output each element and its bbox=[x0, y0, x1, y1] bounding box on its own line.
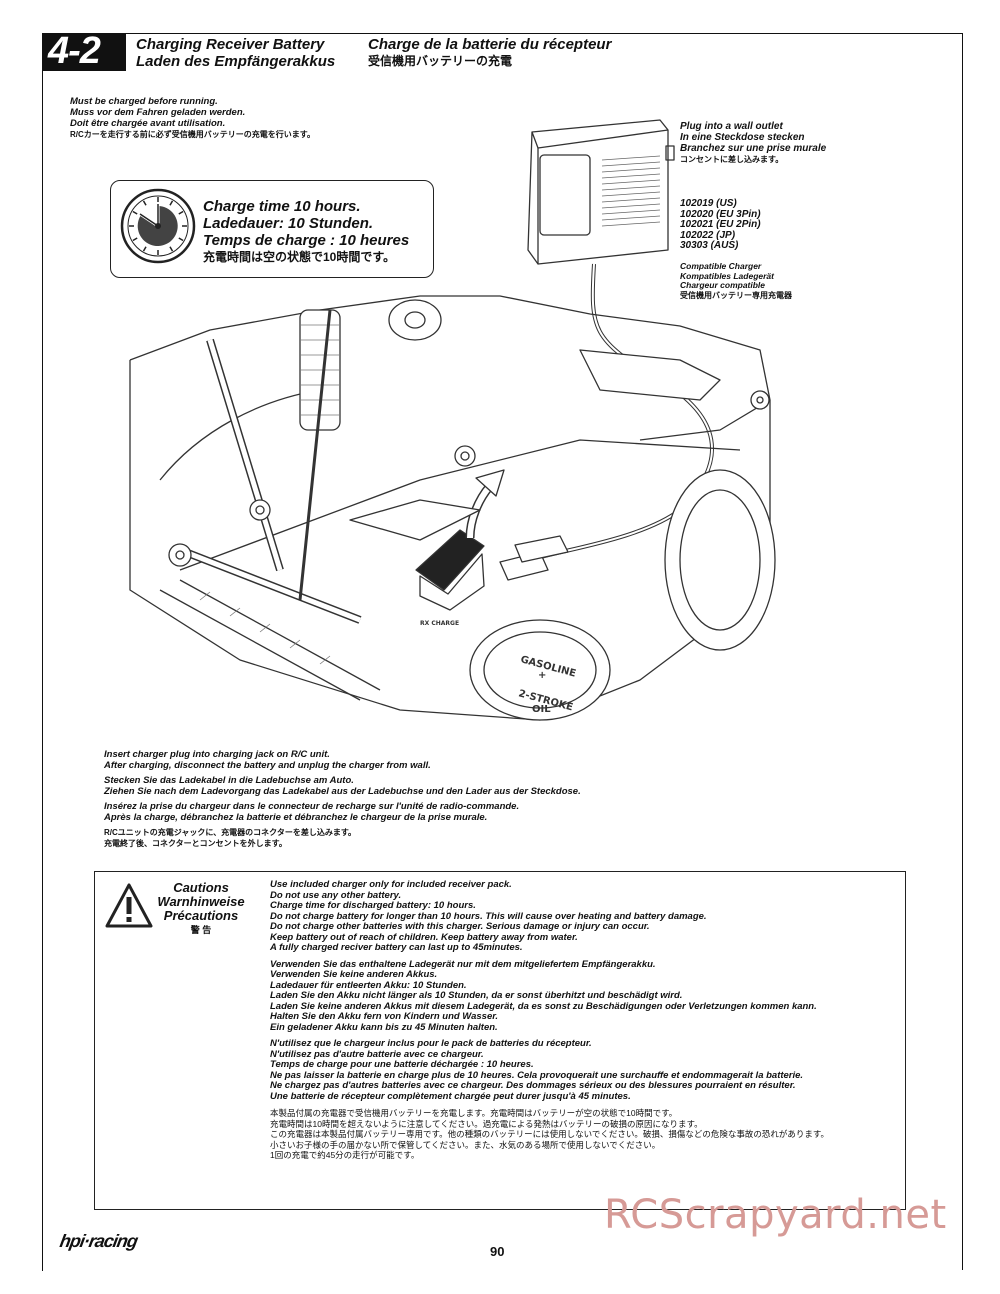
title-left: Charging Receiver Battery Laden des Empf… bbox=[136, 36, 335, 70]
charger-adapter bbox=[527, 119, 675, 265]
caution-en-line: Do not charge other batteries with this … bbox=[270, 921, 650, 932]
rx-charge-label: RX CHARGE bbox=[420, 620, 459, 627]
instr-jp-1: R/Cユニットの充電ジャックに、充電器のコネクターを差し込みます。 bbox=[104, 828, 357, 837]
instr-en-2: After charging, disconnect the battery a… bbox=[104, 760, 431, 771]
caution-title-fr: Précautions bbox=[163, 908, 239, 923]
caution-fr-line: Ne pas laisser la batterie en charge plu… bbox=[270, 1069, 804, 1081]
warning-triangle-icon bbox=[105, 883, 153, 928]
title-fr: Charge de la batterie du récepteur bbox=[368, 36, 612, 53]
caution-en-line: Keep battery out of reach of children. K… bbox=[270, 931, 578, 943]
chassis-illustration: RX CHARGE GASOLINE + 2-STROKE OIL bbox=[129, 119, 776, 721]
title-jp: 受信機用バッテリーの充電 bbox=[368, 54, 513, 68]
page-frame bbox=[42, 33, 963, 1271]
instr-de-1: Stecken Sie das Ladekabel in die Ladebuc… bbox=[104, 775, 354, 786]
page-number: 90 bbox=[490, 1244, 505, 1259]
step-badge bbox=[42, 33, 126, 71]
step-number: 4-2 bbox=[48, 30, 101, 72]
caution-de-line: Halten Sie den Akku fern von Kindern und… bbox=[270, 1011, 499, 1022]
caution-de-line: Laden Sie den Akku nicht länger als 10 S… bbox=[270, 990, 683, 1001]
compat-en: Compatible Charger bbox=[680, 261, 762, 271]
caution-fr-line: N'utilisez pas d'autre batterie avec ce … bbox=[270, 1048, 484, 1060]
code-eu2: 102021 (EU 2Pin) bbox=[680, 219, 761, 230]
plug-instructions: Plug into a wall outlet In eine Steckdos… bbox=[680, 121, 826, 165]
caution-en-line: Charge time for discharged battery: 10 h… bbox=[270, 900, 476, 911]
charge-time-fr: Temps de charge : 10 heures bbox=[203, 232, 410, 249]
plug-jp: コンセントに差し込みます。 bbox=[680, 155, 784, 164]
instr-de-2: Ziehen Sie nach dem Ladevorgang das Lade… bbox=[104, 786, 581, 797]
oil-label: OIL bbox=[532, 704, 551, 715]
code-aus: 30303 (AUS) bbox=[680, 240, 739, 251]
caution-title-de: Warnhinweise bbox=[157, 894, 245, 909]
intro-fr: Doit être chargée avant utilisation. bbox=[70, 118, 226, 129]
instr-fr-1: Insérez la prise du chargeur dans le con… bbox=[104, 801, 520, 812]
code-eu3: 102020 (EU 3Pin) bbox=[680, 208, 761, 220]
plug-en: Plug into a wall outlet bbox=[680, 121, 783, 132]
compat-jp: 受信機用バッテリー専用充電器 bbox=[680, 290, 792, 300]
plus-label: + bbox=[538, 670, 546, 681]
caution-de-line: Verwenden Sie das enthaltene Ladegerät n… bbox=[270, 958, 656, 970]
compatible-charger-label: Compatible Charger Kompatibles Ladegerät… bbox=[680, 261, 792, 300]
charge-time-de: Ladedauer: 10 Stunden. bbox=[203, 215, 374, 232]
page-frame-right bbox=[962, 33, 963, 1270]
caution-title-en: Cautions bbox=[173, 880, 229, 895]
caution-jp-line: この充電器は本製品付属バッテリー専用です。他の種類のバッテリーには使用しないでく… bbox=[270, 1129, 830, 1139]
intro-jp: R/Cカーを走行する前に必ず受信機用バッテリーの充電を行います。 bbox=[70, 130, 315, 139]
caution-jp-line: 本製品付属の充電器で受信機用バッテリーを充電します。充電時間はバッテリーが空の状… bbox=[270, 1108, 678, 1118]
caution-de-line: Laden Sie keine anderen Akkus mit diesem… bbox=[270, 1000, 817, 1012]
plug-de: In eine Steckdose stecken bbox=[680, 132, 805, 143]
charge-time-text: Charge time 10 hours. Ladedauer: 10 Stun… bbox=[203, 198, 409, 266]
caution-de-line: Ein geladener Akku kann bis zu 45 Minute… bbox=[270, 1021, 498, 1033]
caution-de-line: Verwenden Sie keine anderen Akkus. bbox=[270, 969, 438, 980]
compat-de: Kompatibles Ladegerät bbox=[680, 270, 774, 281]
caution-en-line: Do not use any other battery. bbox=[270, 889, 402, 901]
caution-jp-line: 小さいお子様の手の届かない所で保管してください。また、水気のある場所で使用しない… bbox=[270, 1139, 661, 1150]
intro-text: Must be charged before running. Muss vor… bbox=[70, 96, 315, 140]
caution-jp-line: 1回の充電で約45分の走行が可能です。 bbox=[270, 1150, 420, 1160]
charge-time-jp: 充電時間は空の状態で10時間です。 bbox=[203, 250, 396, 264]
title-de: Laden des Empfängerakkus bbox=[136, 53, 336, 70]
caution-fr-line: Temps de charge pour une batterie déchar… bbox=[270, 1059, 534, 1070]
clock-icon bbox=[120, 188, 196, 264]
instr-en-1: Insert charger plug into charging jack o… bbox=[104, 749, 330, 760]
instructions-text: Insert charger plug into charging jack o… bbox=[104, 749, 581, 849]
watermark: RCScrapyard.net bbox=[604, 1192, 947, 1238]
charger-part-codes: 102019 (US) 102020 (EU 3Pin) 102021 (EU … bbox=[680, 198, 761, 252]
instr-fr-2: Après la charge, débranchez la batterie … bbox=[104, 812, 488, 823]
caution-en-line: Use included charger only for included r… bbox=[270, 879, 512, 890]
caution-fr-line: Une batterie de récepteur complètement c… bbox=[270, 1090, 631, 1102]
caution-en-line: Do not charge battery for longer than 10… bbox=[270, 910, 707, 922]
cautions-body: Use included charger only for included r… bbox=[270, 879, 900, 1161]
caution-fr-line: Ne chargez pas d'autres batteries avec c… bbox=[270, 1080, 796, 1091]
intro-de: Muss vor dem Fahren geladen werden. bbox=[70, 107, 246, 118]
caution-en-line: A fully charged reciver battery can last… bbox=[270, 942, 523, 953]
caution-de-line: Ladedauer für entleerten Akku: 10 Stunde… bbox=[270, 979, 467, 991]
code-us: 102019 (US) bbox=[680, 198, 737, 209]
compat-fr: Chargeur compatible bbox=[680, 280, 766, 290]
code-jp: 102022 (JP) bbox=[680, 229, 736, 241]
instr-jp-2: 充電終了後、コネクターとコンセントを外します。 bbox=[104, 839, 287, 848]
plug-fr: Branchez sur une prise murale bbox=[680, 143, 827, 154]
charge-time-en: Charge time 10 hours. bbox=[203, 198, 361, 215]
title-en: Charging Receiver Battery bbox=[136, 36, 325, 53]
title-right: Charge de la batterie du récepteur 受信機用バ… bbox=[368, 36, 611, 70]
cautions-box bbox=[94, 871, 906, 1210]
caution-title-jp: 警 告 bbox=[190, 925, 212, 935]
caution-jp-line: 充電時間は10時間を超えないように注意してください。過充電による発熱はバッテリー… bbox=[270, 1118, 703, 1129]
intro-en: Must be charged before running. bbox=[70, 96, 218, 107]
cautions-title: Cautions Warnhinweise Précautions 警 告 bbox=[146, 881, 256, 937]
hpi-racing-logo: hpi·racing bbox=[58, 1231, 139, 1251]
caution-fr-line: N'utilisez que le chargeur inclus pour l… bbox=[270, 1038, 592, 1049]
